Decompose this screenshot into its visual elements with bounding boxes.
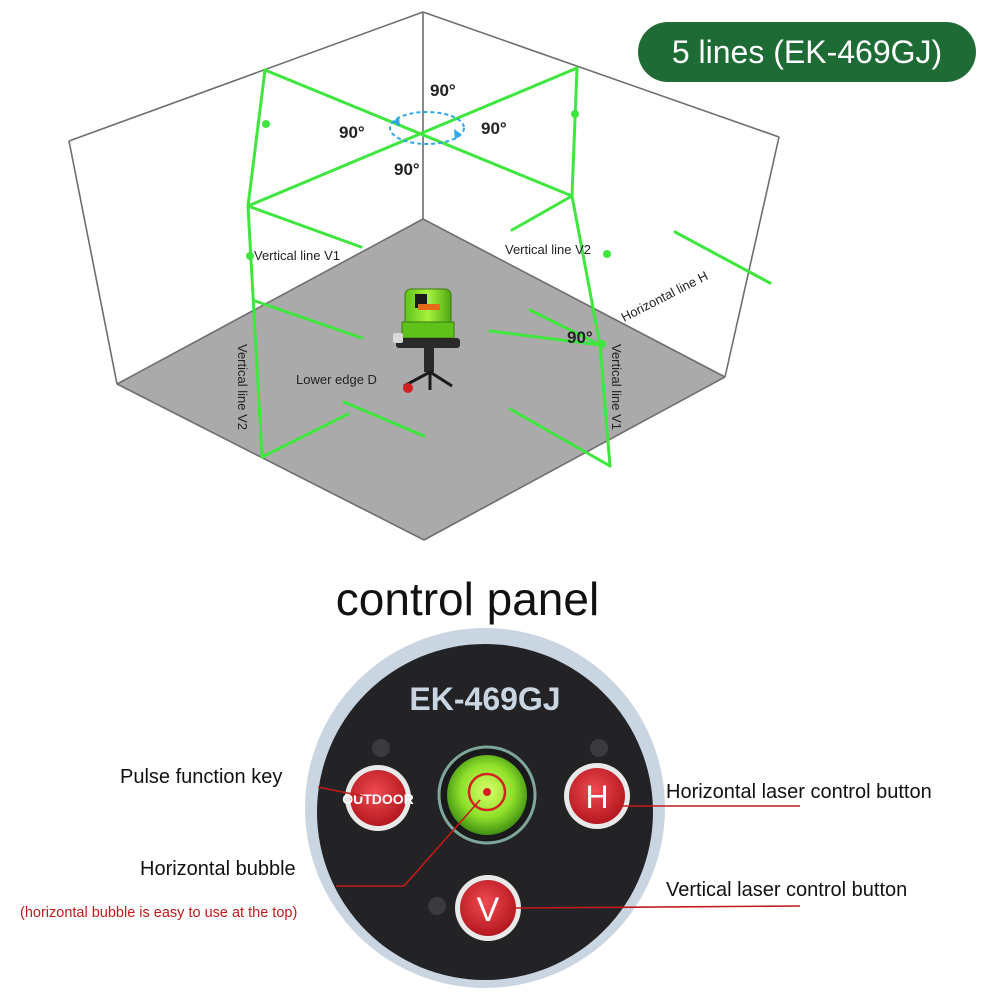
- laser-ceiling-line-2: [246, 66, 579, 208]
- laser-floor-2: [342, 400, 426, 438]
- laser-h-right-wall: [673, 230, 772, 285]
- laser-v2-right-lower: [598, 343, 612, 468]
- indicator-led: [590, 739, 608, 757]
- callout-horizontal-bubble: Horizontal bubble: [140, 858, 296, 880]
- callout-bubble-note: (horizontal bubble is easy to use at the…: [20, 905, 297, 921]
- label-vertical-v2-top: Vertical line V2: [505, 242, 591, 257]
- callout-lines: [317, 786, 801, 909]
- label-lower-edge: Lower edge D: [296, 372, 377, 387]
- label-vertical-v2-side: Vertical line V2: [235, 344, 250, 430]
- laser-floor-1: [260, 412, 350, 459]
- h-button-label: H: [585, 779, 608, 815]
- lower-edge-dot: [403, 383, 413, 393]
- angle-label-top: 90°: [430, 81, 456, 100]
- room-box: [68, 11, 780, 541]
- indicator-led: [428, 897, 446, 915]
- laser-dots: [246, 110, 611, 348]
- v-button-label: V: [477, 891, 500, 929]
- floor: [117, 219, 725, 540]
- model-badge: 5 lines (EK-469GJ): [638, 22, 976, 82]
- angle-label-bottom: 90°: [394, 160, 420, 179]
- laser-v2-right: [570, 66, 579, 198]
- outdoor-pulse-button[interactable]: OUTDOOR: [342, 765, 414, 831]
- laser-dot: [571, 110, 579, 118]
- laser-v1-left-down: [246, 204, 264, 459]
- callout-vertical-laser-button: Vertical laser control button: [666, 879, 907, 901]
- rotation-indicator: [389, 111, 465, 145]
- laser-dot: [603, 250, 611, 258]
- laser-dot: [262, 120, 270, 128]
- laser-floor-3: [508, 407, 612, 468]
- laser-v2-right-down: [570, 194, 602, 347]
- laser-lines: [246, 66, 772, 468]
- vertical-laser-button[interactable]: V: [455, 875, 521, 941]
- laser-dot: [598, 340, 606, 348]
- rotation-arrowheads: [393, 116, 461, 140]
- control-panel: EK-469GJ: [305, 628, 665, 988]
- laser-h-back-right: [510, 194, 574, 232]
- angle-label-side: 90°: [567, 328, 593, 347]
- laser-h-back-left: [246, 204, 363, 249]
- label-vertical-v1-side: Vertical line V1: [609, 344, 624, 430]
- label-horizontal-h: Horizontal line H: [619, 268, 711, 325]
- laser-floor-4: [528, 308, 602, 347]
- laser-h-left-wall: [253, 299, 364, 340]
- control-panel-title: control panel: [335, 573, 600, 625]
- panel-model-label: EK-469GJ: [409, 681, 560, 717]
- horizontal-bubble: [437, 745, 537, 845]
- laser-v1-left: [246, 68, 267, 208]
- angle-label-left: 90°: [339, 123, 365, 142]
- laser-dot: [246, 252, 254, 260]
- angle-label-right: 90°: [481, 119, 507, 138]
- horizontal-laser-button[interactable]: H: [564, 763, 630, 829]
- callout-pulse-function-key: Pulse function key: [120, 766, 282, 788]
- label-vertical-v1-top: Vertical line V1: [254, 248, 340, 263]
- indicator-led: [372, 739, 390, 757]
- laser-h-front-right: [488, 329, 602, 347]
- callout-horizontal-laser-button: Horizontal laser control button: [666, 781, 932, 803]
